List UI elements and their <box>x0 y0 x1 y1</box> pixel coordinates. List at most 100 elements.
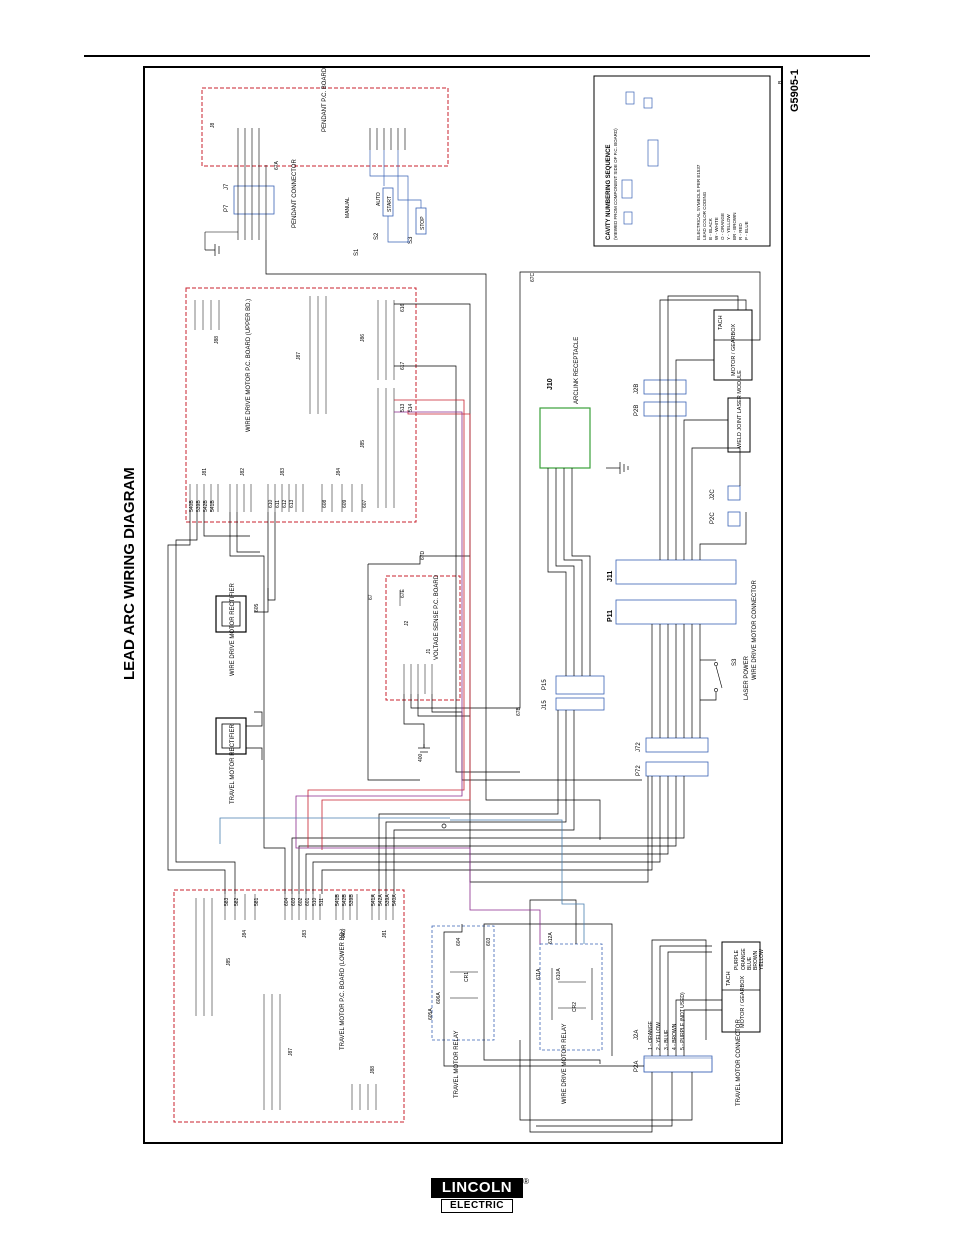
weld-joint-laser <box>727 397 751 453</box>
travel-relay-contacts <box>443 960 485 1010</box>
p2a-connector <box>643 1057 713 1073</box>
travel-wire-5: 5 - PURPLE (NOT USED) <box>680 992 686 1050</box>
switch-wires <box>369 150 422 243</box>
red-wire <box>321 410 471 850</box>
wire-drive-connector-label: WIRE DRIVE MOTOR CONNECTOR <box>752 580 758 680</box>
wire-400: 400 <box>418 753 424 762</box>
j81-label: J81 <box>202 468 208 476</box>
pendant-connector-label: PENDANT CONNECTOR <box>292 159 298 228</box>
j87-lower-label: J87 <box>288 1048 294 1056</box>
wire-67e: 67E <box>400 588 406 598</box>
voltage-sense-pins <box>399 590 433 694</box>
wire-lower-15: 540A <box>392 894 398 906</box>
s2-label: S2 <box>374 232 380 240</box>
p15-connector <box>555 675 605 695</box>
legend-electrical: ELECTRICAL SYMBOLS PER E1537 <box>696 164 701 240</box>
motor-gearbox-top <box>713 309 753 381</box>
legend-color-2: O - ORANGE <box>720 213 725 240</box>
j11-label: J11 <box>607 571 614 582</box>
drawing-number: G5905-1 <box>789 69 801 112</box>
j84-lower-label: J84 <box>242 930 248 938</box>
j84-label: J84 <box>336 468 342 476</box>
motor-gearbox-bottom <box>721 941 761 1033</box>
p7-label: P7 <box>224 204 230 212</box>
wire-67: 67 <box>368 594 374 600</box>
ground-icon <box>606 462 629 474</box>
wire-lower-2: 581 <box>254 897 260 906</box>
pendant-board-label: PENDANT P.C. BOARD <box>322 67 328 132</box>
wire-upper-1: 539B <box>196 500 202 512</box>
motor-gearbox-top-label: MOTOR / GEARBOX <box>731 324 737 376</box>
wire-67b: 67B <box>516 706 522 716</box>
travel-relay-label: TRAVEL MOTOR RELAY <box>454 1031 460 1098</box>
wire-upper-12: 608 <box>322 499 328 508</box>
wire-lower-10: 542B <box>342 894 348 906</box>
wire-67d: 67D <box>420 550 426 560</box>
upper-board-box <box>185 287 417 523</box>
legend-color-4: BR - BROWN <box>732 213 737 241</box>
pendant-wires <box>204 150 267 250</box>
j11-connector <box>615 559 737 585</box>
j72-label: J72 <box>636 742 642 752</box>
tach-top-label: TACH <box>718 315 724 330</box>
lower-pin-rows <box>195 894 394 1110</box>
j15-connector <box>555 697 605 711</box>
tach-color-orange: ORANGE <box>741 948 747 970</box>
j2c-label: J2C <box>710 489 716 500</box>
lower-board-label: TRAVEL MOTOR P.C. BOARD (LOWER BD.) <box>340 929 346 1050</box>
travel-wire-4: 4 - BROWN <box>672 1023 678 1050</box>
legend-subtitle: (VIEWED FROM COMPONENT SIDE OF P.C. BOAR… <box>613 128 618 240</box>
registered-icon: ® <box>523 1177 529 1186</box>
p2b-connector <box>643 401 687 417</box>
stop-label: STOP <box>420 216 426 230</box>
laser-switch-contact-2 <box>714 688 718 692</box>
j8-label: J8 <box>210 123 216 129</box>
wire-drive-rectifier-label: WIRE DRIVE MOTOR RECTIFIER <box>230 582 236 676</box>
p11-label: P11 <box>607 610 614 622</box>
wire-upper-5: 617 <box>400 361 406 370</box>
j2-label: J2 <box>404 621 410 627</box>
wire-upper-13: 609 <box>342 499 348 508</box>
travel-wire-1: 1 - ORANGE <box>648 1020 654 1050</box>
wire-upper-7: 514 <box>408 403 414 412</box>
wire-lower-7: 510 <box>312 897 318 906</box>
tach-color-brown: BROWN <box>753 950 759 970</box>
wire-612a: 612A <box>548 932 554 944</box>
upper-board-label: WIRE DRIVE MOTOR P.C. BOARD (UPPER BD.) <box>246 299 252 432</box>
wire-lower-12: 541A <box>371 894 377 906</box>
lower-board-box <box>173 889 405 1123</box>
wire-lower-4: 603 <box>291 897 297 906</box>
travel-wire-2: 2 - YELLOW <box>656 1022 662 1050</box>
legend-box <box>593 75 771 247</box>
tach-color-blue: BLUE <box>747 956 753 970</box>
wire-604: 604 <box>456 937 462 946</box>
pendant-pins-left <box>237 128 260 150</box>
manual-label: MANUAL <box>345 197 351 218</box>
arclink-label: ARCLINK RECEPTACLE <box>574 337 580 404</box>
p72-connector <box>645 761 709 777</box>
j83-label: J83 <box>280 468 286 476</box>
wire-lower-0: 583 <box>224 897 230 906</box>
wire-upper-9: 611 <box>275 500 281 508</box>
wire-upper-15: 605 <box>254 603 260 612</box>
wire-610a: 610A <box>556 968 562 980</box>
diagram-title: LEAD ARC WIRING DIAGRAM <box>121 467 138 680</box>
wire-upper-11: 613 <box>289 499 295 508</box>
j82-label: J82 <box>240 468 246 476</box>
j2a-connector <box>643 1055 713 1073</box>
laser-switch-contact <box>714 662 718 666</box>
j7-label: J7 <box>224 183 230 190</box>
wire-relay-contacts <box>551 968 593 1020</box>
junction-icon <box>441 823 447 829</box>
voltage-sense-box <box>385 575 461 701</box>
ground-icon-2 <box>418 744 430 753</box>
legend-cavity-icons <box>621 91 659 225</box>
wire-67c: 67C <box>530 272 536 282</box>
blue-wire-2 <box>219 817 450 844</box>
j10-label: J10 <box>547 378 554 390</box>
wire-606a: 606A <box>436 992 442 1004</box>
j15-label: J15 <box>542 700 548 710</box>
travel-rectifier <box>215 717 247 755</box>
j81-lower-label: J81 <box>382 930 388 938</box>
start-label: START <box>387 196 393 212</box>
